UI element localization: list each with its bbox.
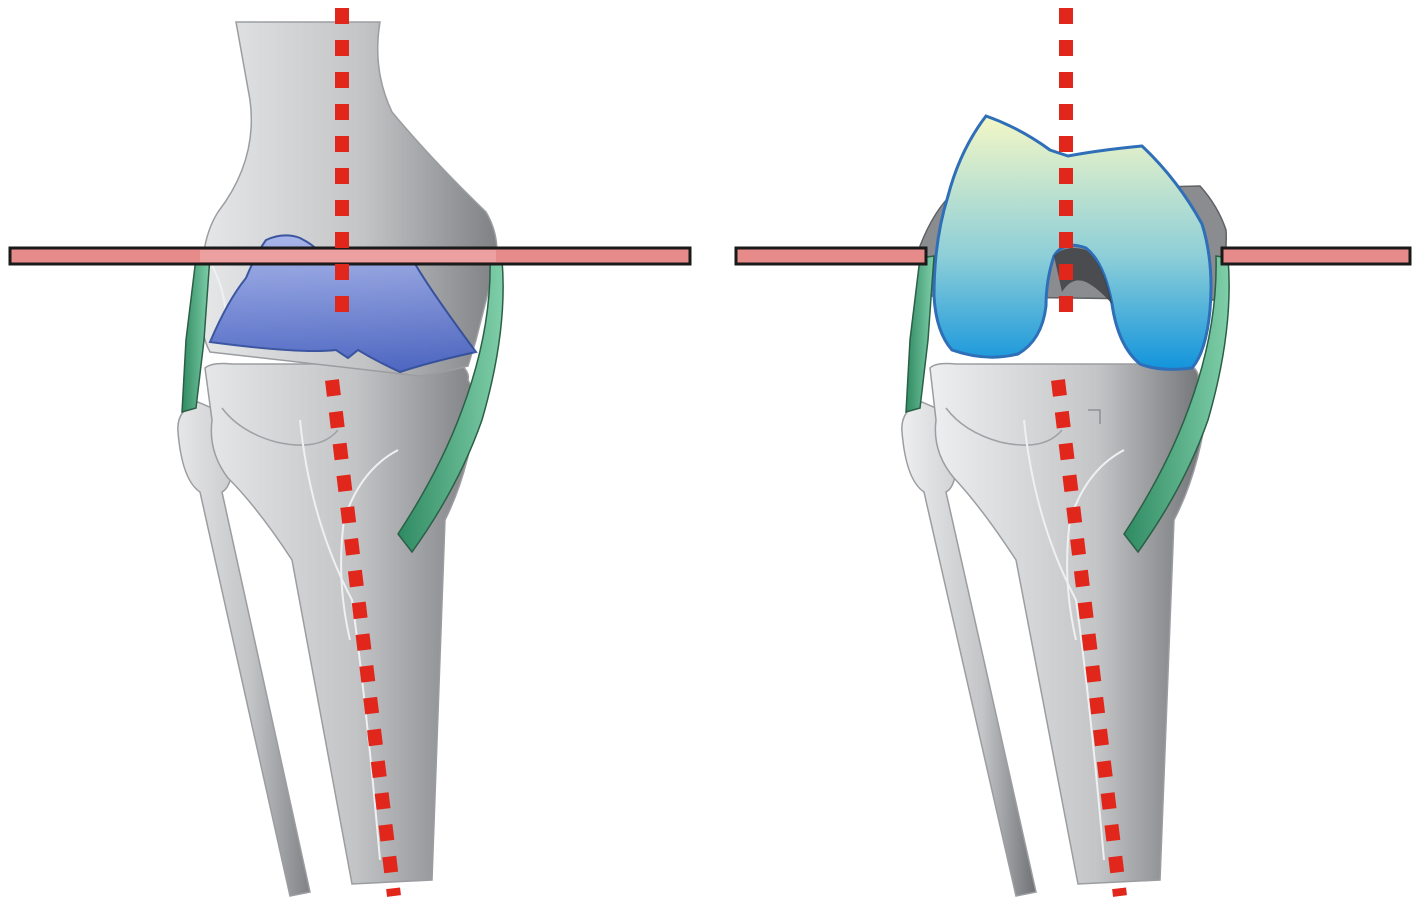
medial-collateral-ligament — [906, 256, 934, 412]
left-panel — [10, 8, 690, 896]
resection-line-overlay-left — [200, 250, 496, 262]
right-panel — [736, 8, 1410, 896]
resection-line-right-lateral — [1222, 248, 1410, 264]
resection-line-right-medial — [736, 248, 926, 264]
